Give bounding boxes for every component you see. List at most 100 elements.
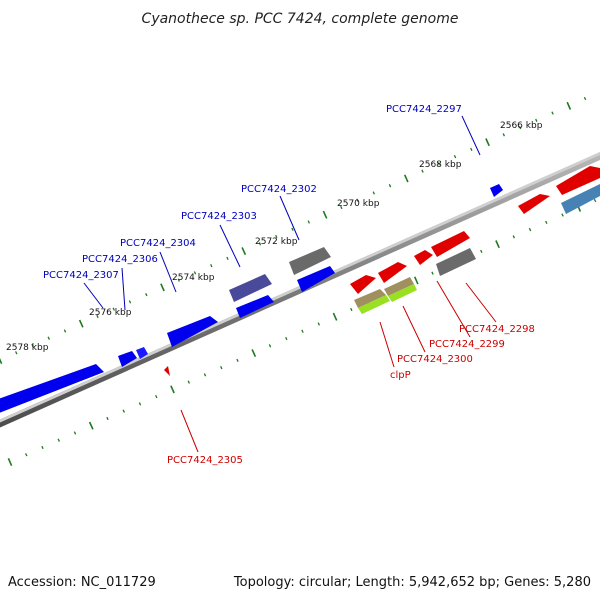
inner-major-tick (170, 385, 175, 394)
tick-label-2572: 2572 kbp (255, 237, 298, 247)
gene-block-2298-red-a[interactable] (518, 194, 550, 214)
outer-minor-tick (210, 263, 213, 268)
inner-minor-tick (155, 395, 158, 399)
gene-block-2303-fwd[interactable] (236, 295, 274, 318)
inner-minor-tick (268, 344, 272, 348)
inner-minor-tick (593, 198, 597, 203)
gene-label-2304: PCC7424_2304 (120, 238, 196, 249)
tick-label-2566: 2566 kbp (500, 121, 543, 131)
gene-block-2305[interactable] (164, 366, 170, 376)
gene-block-2297[interactable] (490, 184, 503, 197)
gene-block-2299-gray[interactable] (436, 248, 476, 276)
outer-minor-tick (518, 125, 522, 130)
tick-label-2574: 2574 kbp (172, 273, 215, 283)
outer-major-tick (485, 138, 490, 147)
accession-label: Accession: NC_011729 (8, 575, 156, 590)
outer-minor-tick (470, 147, 473, 152)
tick-label-2576: 2576 kbp (89, 308, 132, 318)
forward-genes (0, 184, 600, 415)
outer-minor-tick (96, 314, 99, 319)
inner-minor-tick (480, 249, 483, 254)
inner-minor-tick (528, 227, 532, 232)
leader-lines (83, 115, 497, 453)
inner-major-tick (7, 457, 13, 467)
inner-minor-tick (57, 438, 60, 442)
inner-minor-tick (512, 235, 515, 239)
outer-minor-tick (15, 351, 18, 355)
outer-minor-tick (372, 191, 375, 195)
inner-minor-tick (285, 336, 288, 341)
outer-minor-tick (112, 307, 115, 311)
outer-major-tick (566, 101, 572, 110)
reverse-genes (164, 166, 600, 376)
inner-major-tick (251, 349, 257, 358)
outer-major-tick (160, 283, 165, 292)
gene-block-2300-red[interactable] (378, 262, 407, 283)
inner-minor-tick (220, 365, 223, 370)
outer-minor-tick (437, 162, 440, 166)
gene-block-2300-tan[interactable] (384, 277, 414, 296)
outer-minor-tick (388, 184, 392, 188)
gene-block-right-steel[interactable] (561, 184, 600, 214)
inner-major-tick (88, 421, 94, 430)
inner-minor-tick (561, 213, 564, 217)
outer-minor-tick (226, 256, 229, 260)
outer-minor-tick (551, 111, 554, 115)
gene-block-clpP-red[interactable] (350, 275, 376, 294)
outer-major-tick (241, 247, 247, 256)
inner-minor-tick (203, 373, 207, 377)
inner-major-tick (413, 276, 419, 285)
tick-label-2578: 2578 kbp (6, 343, 49, 353)
inner-minor-tick (122, 409, 125, 413)
outer-major-tick (322, 210, 328, 219)
outer-minor-tick (421, 169, 424, 173)
inner-minor-tick (545, 220, 548, 224)
gene-block-2303-dark[interactable] (229, 274, 272, 302)
inner-minor-tick (317, 322, 320, 326)
outer-minor-tick (340, 205, 343, 210)
gene-block-2306[interactable] (136, 347, 148, 359)
gene-block-2304[interactable] (167, 316, 218, 347)
inner-minor-tick (187, 380, 190, 384)
outer-major-tick (78, 319, 84, 328)
outer-minor-tick (31, 343, 34, 348)
inner-minor-tick (41, 445, 44, 450)
gene-block-2298-red-b[interactable] (556, 166, 600, 195)
gene-block-2307[interactable] (118, 351, 137, 367)
gene-label-2300: PCC7424_2300 (397, 354, 473, 365)
tick-label-2570: 2570 kbp (337, 199, 380, 209)
gene-block-clpP-green[interactable] (358, 295, 390, 314)
inner-minor-tick (25, 453, 28, 457)
gene-label-2302: PCC7424_2302 (241, 184, 317, 195)
gene-block-2299-red-small[interactable] (414, 250, 433, 265)
gene-block-2300-green[interactable] (388, 284, 417, 302)
outer-minor-tick (291, 227, 294, 231)
gene-block-2302-gray[interactable] (289, 247, 331, 275)
gene-block-2302-fwd[interactable] (297, 266, 335, 292)
outer-minor-tick (145, 293, 148, 297)
gene-block-clpP-tan[interactable] (354, 289, 386, 308)
gene-label-2306: PCC7424_2306 (82, 254, 158, 265)
genome-summary-label: Topology: circular; Length: 5,942,652 bp… (233, 575, 591, 590)
gene-label-2307: PCC7424_2307 (43, 270, 119, 281)
tick-label-2568: 2568 kbp (419, 160, 462, 170)
outer-major-tick (0, 357, 3, 365)
inner-minor-tick (106, 416, 109, 421)
gene-label-2303: PCC7424_2303 (181, 211, 257, 222)
outer-minor-tick (258, 242, 262, 246)
gene-label-2305: PCC7424_2305 (167, 455, 243, 466)
gene-block-large-forward[interactable] (0, 364, 104, 415)
inner-minor-tick (301, 329, 304, 333)
inner-minor-tick (431, 271, 434, 275)
inner-minor-tick (236, 358, 239, 362)
inner-major-tick (332, 312, 338, 321)
gene-block-2299-red[interactable] (431, 231, 470, 257)
map-title: Cyanothece sp. PCC 7424, complete genome (142, 11, 459, 27)
outer-minor-tick (453, 155, 457, 159)
outer-minor-tick (275, 234, 278, 239)
gene-label-2298: PCC7424_2298 (459, 324, 535, 335)
outer-minor-tick (583, 96, 587, 101)
gene-label-clpP: clpP (390, 370, 411, 381)
inner-minor-tick (138, 402, 142, 406)
inner-minor-tick (350, 307, 353, 312)
